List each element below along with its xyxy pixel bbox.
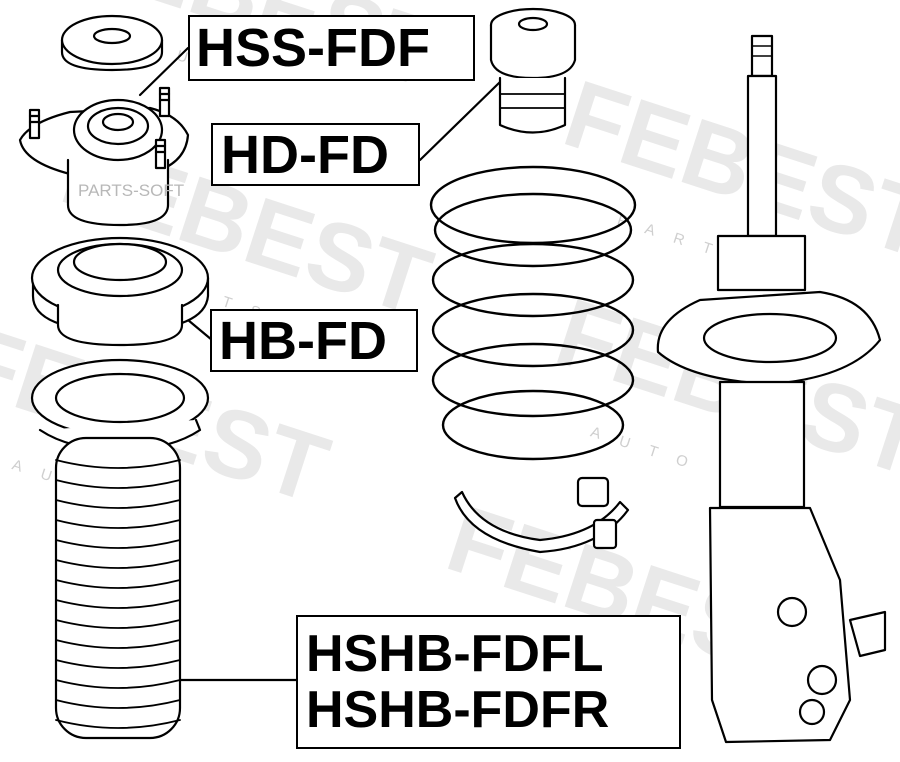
part-code: HSS-FDF — [196, 18, 430, 78]
dust-boot — [30, 358, 210, 740]
part-label-hshb: HSHB-FDFL HSHB-FDFR — [296, 615, 681, 749]
coil-spring — [429, 165, 637, 461]
spring-seat — [453, 476, 630, 554]
strut-assembly — [656, 34, 887, 744]
part-label-hb-fd: HB-FD — [210, 309, 418, 372]
watermark-overlay: PARTS-SOFT — [78, 181, 184, 200]
strut-bearing — [30, 236, 210, 347]
top-mount — [18, 86, 190, 227]
top-washer — [60, 14, 164, 72]
part-label-hss-fdf: HSS-FDF — [188, 15, 475, 81]
watermark-auto: AUTO — [588, 423, 709, 477]
leader-line-hss — [138, 46, 190, 97]
part-code-right: HSHB-FDFR — [306, 681, 610, 739]
part-code: HD-FD — [221, 124, 389, 185]
bump-stop — [489, 7, 577, 134]
leader-line-hb — [186, 318, 214, 342]
part-label-hd-fd: HD-FD — [211, 123, 420, 186]
part-code: HB-FD — [219, 310, 387, 371]
leader-line-hd — [418, 80, 502, 162]
part-code-left: HSHB-FDFL — [306, 625, 604, 683]
